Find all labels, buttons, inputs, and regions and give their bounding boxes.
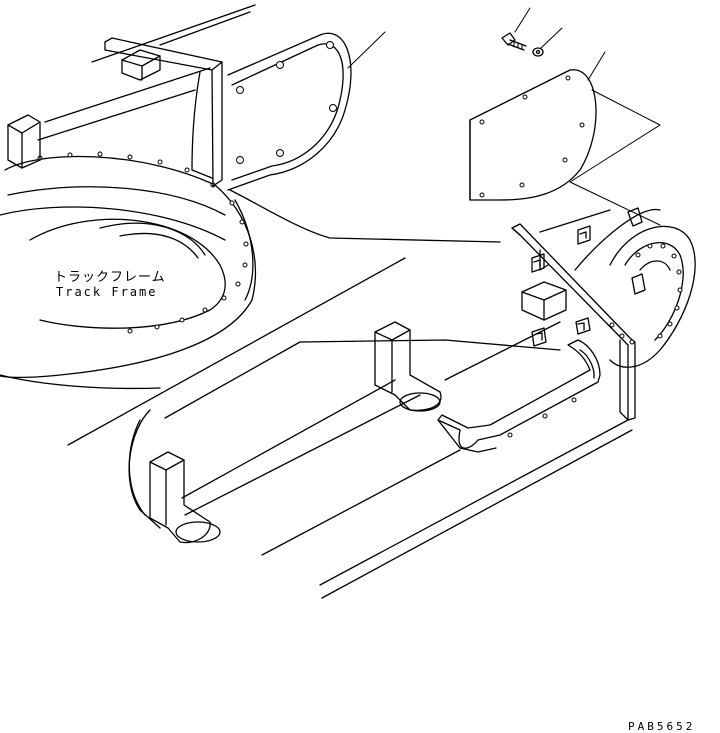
lower-guard-2	[149, 451, 221, 544]
frame-connecting-lines	[229, 189, 611, 243]
top-bracket	[104, 37, 223, 187]
right-frame-bracket	[511, 223, 636, 421]
lower-guard-1	[374, 321, 442, 412]
bolt-and-washer	[501, 7, 563, 57]
right-pad-block	[521, 281, 567, 321]
guard-rail	[437, 339, 601, 453]
upper-cover-plate	[227, 31, 386, 191]
drawing-code: PAB5652	[628, 720, 696, 733]
cover-plate	[469, 51, 661, 226]
lower-frame-outline	[0, 257, 633, 599]
upper-frame-body	[0, 4, 257, 379]
small-clips	[531, 225, 591, 347]
left-guard-block	[7, 114, 41, 169]
track-frame-label-en: Track Frame	[56, 285, 158, 299]
right-drum	[574, 207, 696, 368]
ring-bolt-holes	[37, 151, 249, 334]
track-frame-label-jp: トラックフレーム	[54, 270, 166, 285]
